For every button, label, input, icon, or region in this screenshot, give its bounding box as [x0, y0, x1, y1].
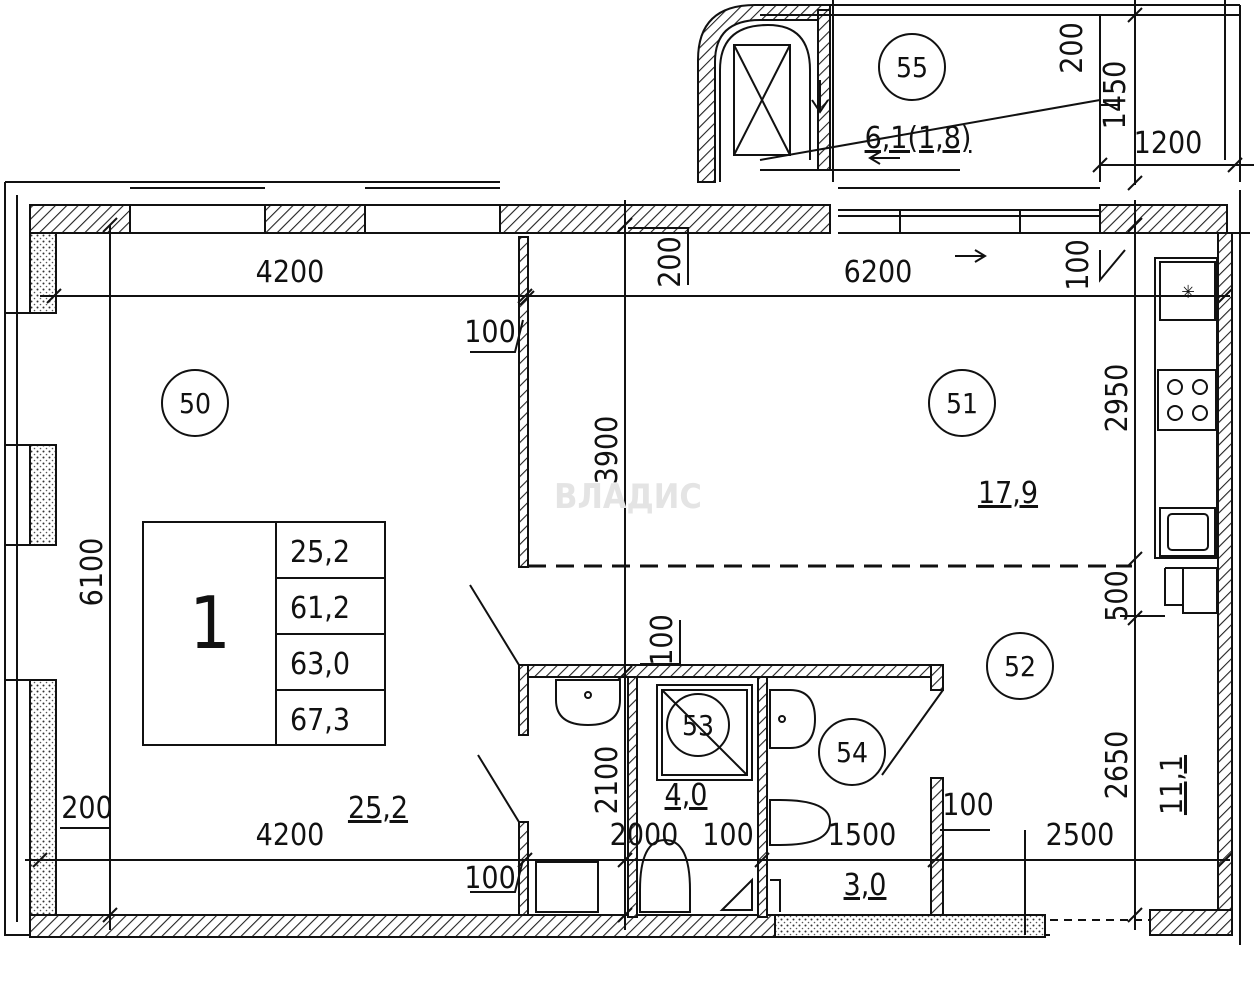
room-area-53: 4,0 — [665, 778, 708, 813]
dim-right-gap: 500 — [1100, 570, 1135, 622]
room-number-54: 54 — [836, 736, 868, 769]
apartment-number: 1 — [189, 581, 230, 665]
dim-top-right-width: 6200 — [844, 255, 913, 290]
dim-mid-height: 3900 — [590, 416, 625, 485]
fixtures: ✳ — [535, 257, 1218, 913]
balcony — [697, 4, 1241, 183]
room-area-52: 11,1 — [1155, 755, 1190, 815]
apartment-area-4: 67,3 — [290, 703, 350, 738]
room-number-55: 55 — [896, 51, 928, 84]
room-area-55: 6,1(1,8) — [865, 121, 972, 156]
room-number-52: 52 — [1004, 650, 1036, 683]
dim-partition-lower: 100 — [464, 861, 516, 896]
dim-wall-bath: 100 — [702, 818, 754, 853]
dim-wall-top-right: 100 — [1061, 239, 1096, 291]
dim-bottom-bath-width: 2000 — [610, 818, 679, 853]
apartment-area-1: 25,2 — [290, 535, 350, 570]
dim-wall-right-bottom: 100 — [942, 788, 994, 823]
room-area-54: 3,0 — [844, 868, 887, 903]
dim-partition-mid: 100 — [645, 614, 680, 666]
room-area-51: 17,9 — [978, 476, 1038, 511]
dim-wall-top-mid: 200 — [653, 236, 688, 288]
dim-bottom-right-width: 2500 — [1046, 818, 1115, 853]
dim-bottom-left-width: 4200 — [256, 818, 325, 853]
dim-top-left-width: 4200 — [256, 255, 325, 290]
dim-bottom-wc-width: 1500 — [828, 818, 897, 853]
room-labels: 50 25,2 51 17,9 52 11,1 53 4,0 54 3,0 55… — [161, 33, 1190, 903]
dimension-text: 4200 6200 4200 2000 100 1500 2500 1200 6… — [61, 22, 1202, 896]
dim-wall-left-bottom: 200 — [61, 791, 113, 826]
dim-right-lower-height: 2650 — [1100, 731, 1135, 800]
room-number-51: 51 — [946, 387, 978, 420]
apartment-area-3: 63,0 — [290, 647, 350, 682]
partitions — [469, 236, 1132, 918]
room-number-53: 53 — [682, 709, 714, 742]
dim-balcony-offset: 200 — [1055, 22, 1090, 74]
room-area-50: 25,2 — [348, 791, 408, 826]
dim-right-upper-height: 2950 — [1100, 364, 1135, 433]
room-number-50: 50 — [179, 387, 211, 420]
dim-balcony-depth: 1450 — [1098, 61, 1133, 130]
dim-bath-height: 2100 — [590, 746, 625, 815]
dim-partition-upper: 100 — [464, 315, 516, 350]
apartment-area-2: 61,2 — [290, 591, 350, 626]
watermark-text: ВЛАДИС — [554, 477, 702, 517]
dim-balcony-width: 1200 — [1134, 126, 1203, 161]
apartment-table: 1 25,2 61,2 63,0 67,3 — [142, 521, 386, 746]
dimension-lines — [25, 0, 1254, 935]
dim-left-height: 6100 — [75, 538, 110, 607]
fridge-icon: ✳ — [1181, 282, 1195, 303]
